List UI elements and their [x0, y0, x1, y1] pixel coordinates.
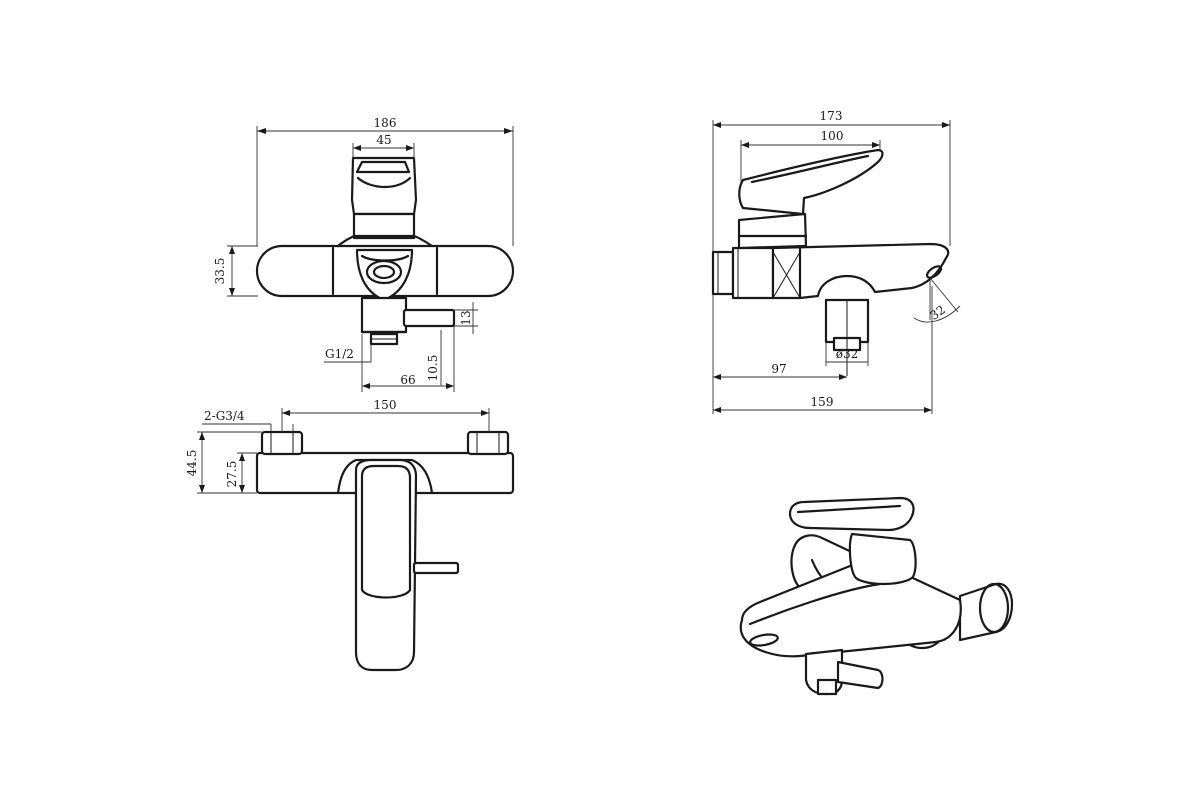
dim-33-5: 33.5 [213, 258, 227, 285]
dim-13: 13 [459, 310, 473, 325]
side-view-handle [738, 148, 884, 216]
dim-44-5: 44.5 [185, 450, 199, 477]
dim-186: 186 [374, 116, 397, 130]
isometric-handle [788, 496, 915, 532]
side-view-spout [771, 242, 950, 300]
front-view: 150 2-G3/4 44.5 27.5 [185, 398, 515, 672]
dim-66: 66 [400, 373, 415, 387]
side-view-flange [711, 250, 735, 296]
front-view-inlet-right [466, 430, 510, 456]
dim-27-5: 27.5 [225, 461, 239, 488]
front-view-handle [354, 458, 418, 672]
dim-100: 100 [821, 129, 844, 143]
dim-2-g3-4: 2-G3/4 [204, 409, 245, 423]
dim-97: 97 [771, 362, 786, 376]
side-view: 173 100 32 ø32 97 159 [711, 109, 961, 414]
dim-dia-32: ø32 [836, 347, 859, 361]
dim-159: 159 [811, 395, 834, 409]
dim-150: 150 [374, 398, 397, 412]
dim-10-5: 10.5 [426, 355, 440, 382]
dim-45: 45 [376, 133, 391, 147]
top-view: 186 45 33.5 13 G1/2 66 10.5 [213, 116, 515, 392]
dim-173: 173 [820, 109, 843, 123]
front-view-inlet-left [260, 430, 304, 456]
dim-angle-32: 32 [927, 303, 948, 323]
dim-g1-2: G1/2 [325, 347, 354, 361]
isometric-spout [739, 561, 962, 658]
isometric-view [739, 496, 1014, 696]
